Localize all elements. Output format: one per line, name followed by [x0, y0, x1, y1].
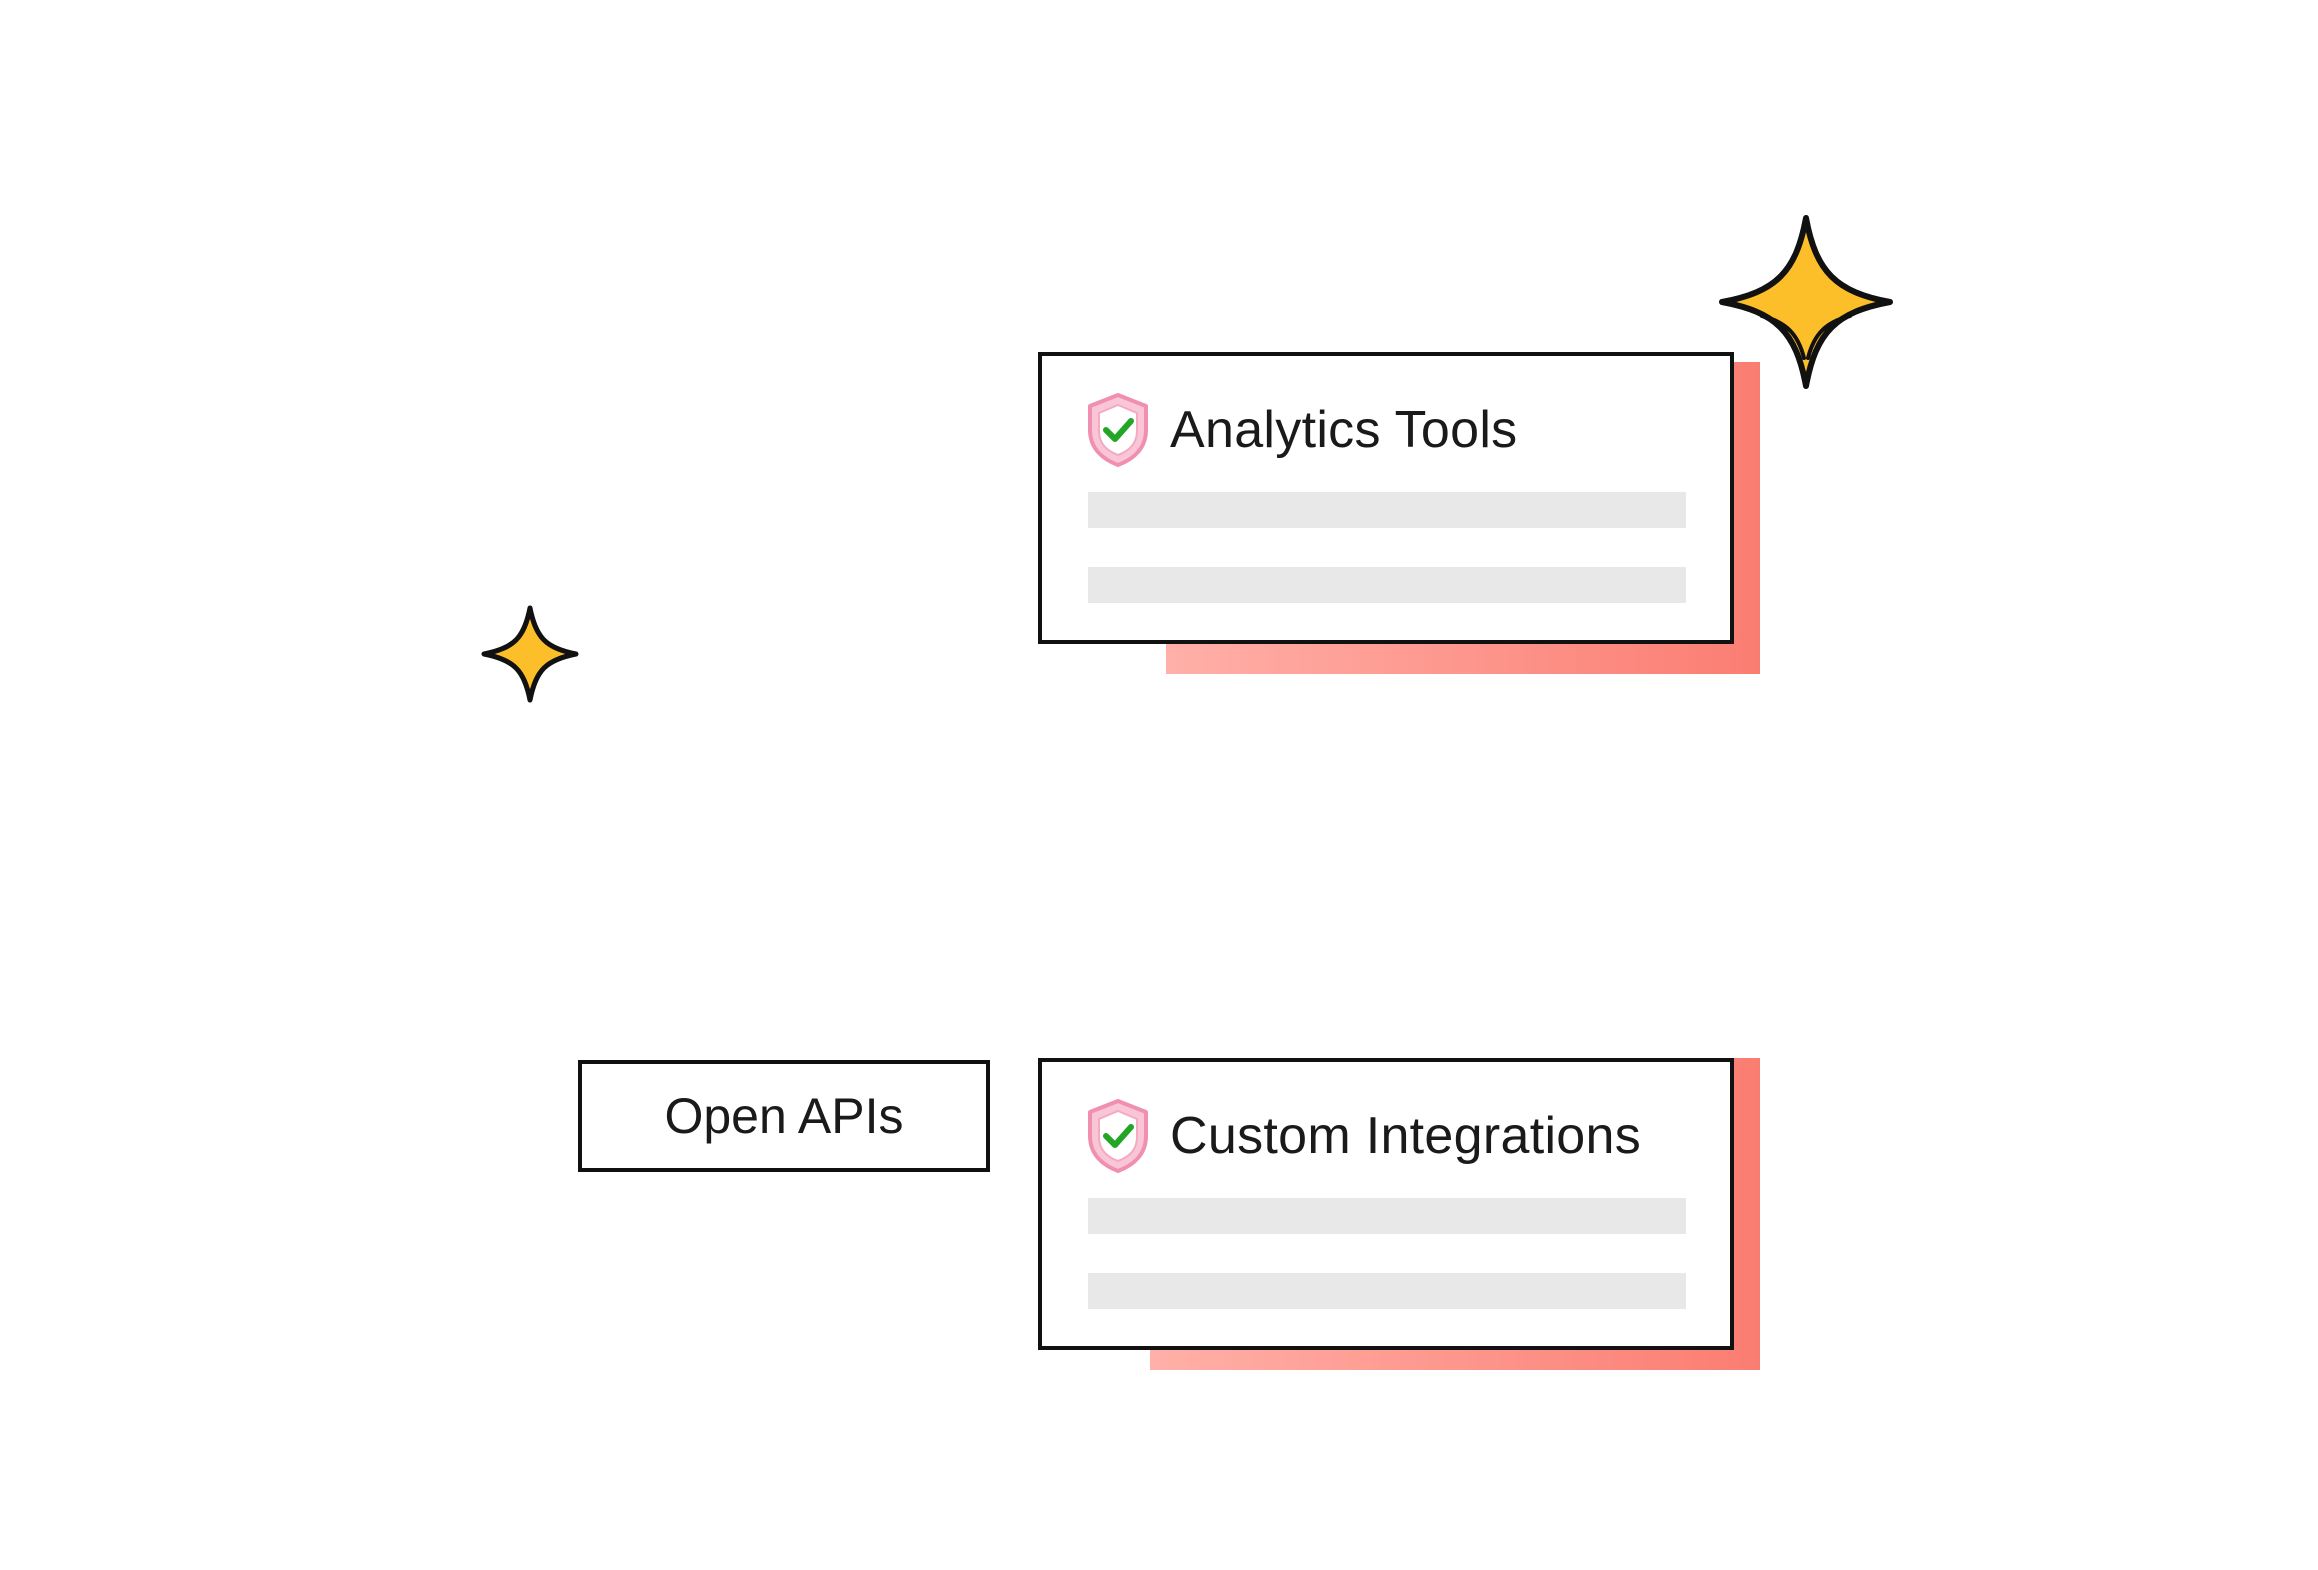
- placeholder-line: [1088, 492, 1686, 528]
- open-apis-box[interactable]: Open APIs: [578, 1060, 990, 1172]
- placeholder-line: [1088, 567, 1686, 603]
- placeholder-line: [1088, 1273, 1686, 1309]
- shield-check-icon: [1088, 393, 1148, 467]
- card-title: Analytics Tools: [1170, 401, 1518, 459]
- analytics-tools-card[interactable]: Analytics Tools: [1038, 352, 1734, 644]
- card-header: Analytics Tools: [1086, 392, 1517, 468]
- shield-check-icon: [1088, 1099, 1148, 1173]
- open-apis-label: Open APIs: [664, 1088, 904, 1144]
- card-title: Custom Integrations: [1170, 1107, 1642, 1165]
- placeholder-line: [1088, 1198, 1686, 1234]
- custom-integrations-card[interactable]: Custom Integrations: [1038, 1058, 1734, 1350]
- card-header: Custom Integrations: [1086, 1098, 1641, 1174]
- sparkle-large-icon: [1719, 215, 1893, 389]
- sparkle-small-icon: [481, 605, 579, 703]
